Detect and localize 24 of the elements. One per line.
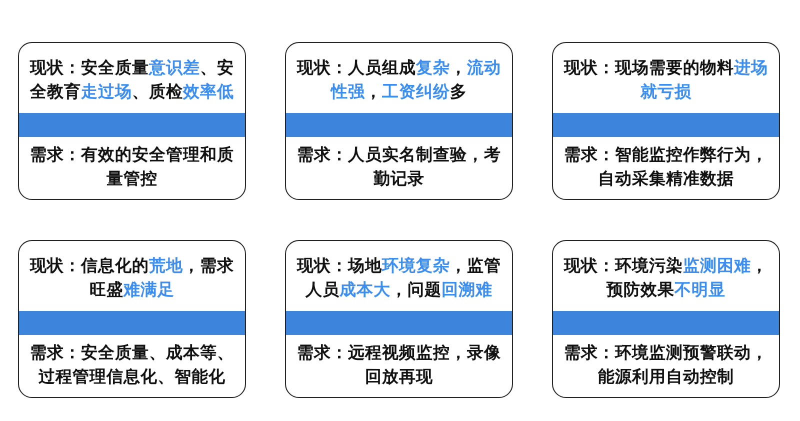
requirement-text: 需求：远程视频监控，录像回放再现 (296, 342, 502, 388)
divider-band (286, 113, 512, 137)
status-text: 现状：现场需要的物料进场就亏损 (562, 57, 769, 103)
requirement-text: 需求：人员实名制查验，考勤记录 (296, 144, 502, 190)
divider-band (553, 311, 779, 335)
status-text: 现状：信息化的荒地，需求旺盛难满足 (28, 255, 235, 301)
status-card (285, 42, 513, 200)
requirement-text: 需求：有效的安全管理和质量管控 (29, 144, 235, 190)
status-text: 现状：安全质量意识差、安全教育走过场、质检效率低 (28, 57, 235, 103)
status-card (552, 42, 780, 200)
status-card (552, 240, 780, 398)
requirement-text: 需求：安全质量、成本等、过程管理信息化、智能化 (29, 342, 235, 388)
status-text: 现状：场地环境复杂，监管人员成本大，问题回溯难 (296, 255, 502, 301)
divider-band (286, 311, 512, 335)
requirement-text: 需求：智能监控作弊行为，自动采集精准数据 (563, 144, 769, 190)
status-text: 现状：人员组成复杂，流动性强，工资纠纷多 (296, 57, 502, 103)
status-text: 现状：环境污染监测困难，预防效果不明显 (562, 255, 769, 301)
status-card (18, 240, 246, 398)
requirement-text: 需求：环境监测预警联动，能源利用自动控制 (563, 342, 769, 388)
divider-band (553, 113, 779, 137)
divider-band (19, 113, 245, 137)
status-card (285, 240, 513, 398)
divider-band (19, 311, 245, 335)
status-card (18, 42, 246, 200)
